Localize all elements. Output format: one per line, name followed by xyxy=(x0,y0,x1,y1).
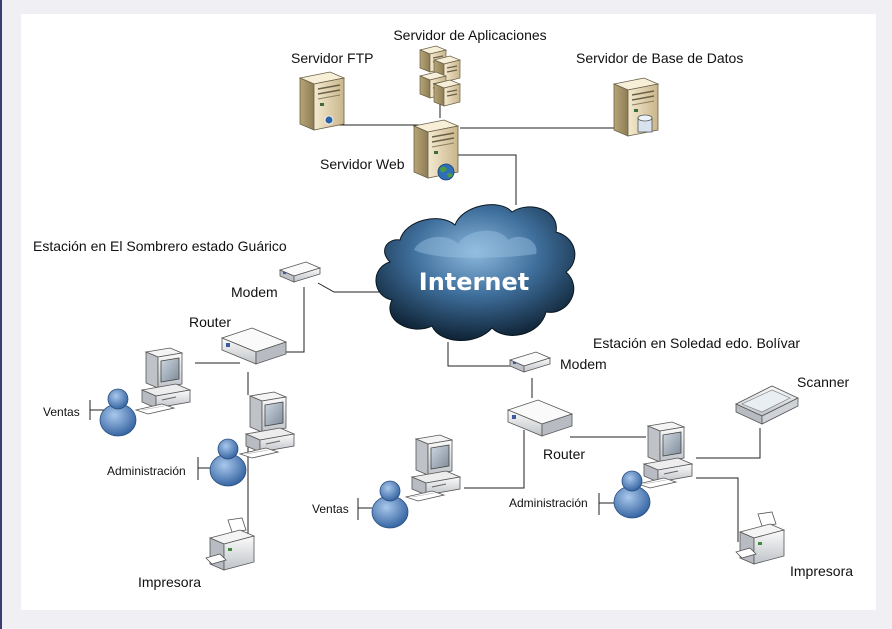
app-server-label: Servidor de Aplicaciones xyxy=(393,27,546,43)
labels: Servidor de Aplicaciones Servidor FTP Se… xyxy=(33,27,853,590)
internet-cloud: Internet xyxy=(375,204,576,341)
station2-sales-user xyxy=(371,480,409,529)
station2-admin-pc[interactable] xyxy=(637,421,693,489)
station1-printer[interactable] xyxy=(205,517,255,571)
station2-scanner-label: Scanner xyxy=(797,374,849,390)
station2-modem[interactable] xyxy=(509,351,551,373)
window-left-border xyxy=(0,0,2,629)
station2-sales-pc[interactable] xyxy=(405,434,461,502)
station2-printer-label: Impresora xyxy=(790,563,853,579)
station2-admin-user xyxy=(613,470,651,519)
station1-sales-pc[interactable] xyxy=(135,347,191,415)
station1-sales-user xyxy=(99,388,137,437)
db-server-label: Servidor de Base de Datos xyxy=(576,50,743,66)
station1-modem[interactable] xyxy=(279,261,321,283)
station2-router-label: Router xyxy=(543,446,585,462)
ftp-server[interactable] xyxy=(299,71,345,131)
connection-lines xyxy=(89,104,761,542)
database-icon xyxy=(637,114,653,133)
station1-printer-label: Impresora xyxy=(138,574,201,590)
station1-admin-label: Administración xyxy=(107,464,186,478)
station1-admin-user xyxy=(209,438,247,487)
station1-router[interactable] xyxy=(221,327,287,365)
station2-title: Estación en Soledad edo. Bolívar xyxy=(593,335,800,351)
ftp-server-label: Servidor FTP xyxy=(291,50,373,66)
station1-modem-label: Modem xyxy=(231,284,278,300)
ftp-globe-icon xyxy=(324,115,334,125)
station1-sales-label: Ventas xyxy=(43,405,80,419)
web-server-label: Servidor Web xyxy=(320,156,405,172)
station2-scanner[interactable] xyxy=(735,385,799,425)
web-server[interactable] xyxy=(413,119,459,181)
globe-icon xyxy=(437,163,455,181)
station1-title: Estación en El Sombrero estado Guárico xyxy=(33,238,287,254)
app-server[interactable] xyxy=(419,45,461,107)
db-server[interactable] xyxy=(613,77,659,137)
station1-router-label: Router xyxy=(189,314,231,330)
station2-router[interactable] xyxy=(507,399,573,437)
station2-modem-label: Modem xyxy=(560,356,607,372)
station2-admin-label: Administración xyxy=(509,496,588,510)
internet-label: Internet xyxy=(419,268,529,296)
station2-printer[interactable] xyxy=(735,511,785,565)
station2-sales-label: Ventas xyxy=(312,502,349,516)
